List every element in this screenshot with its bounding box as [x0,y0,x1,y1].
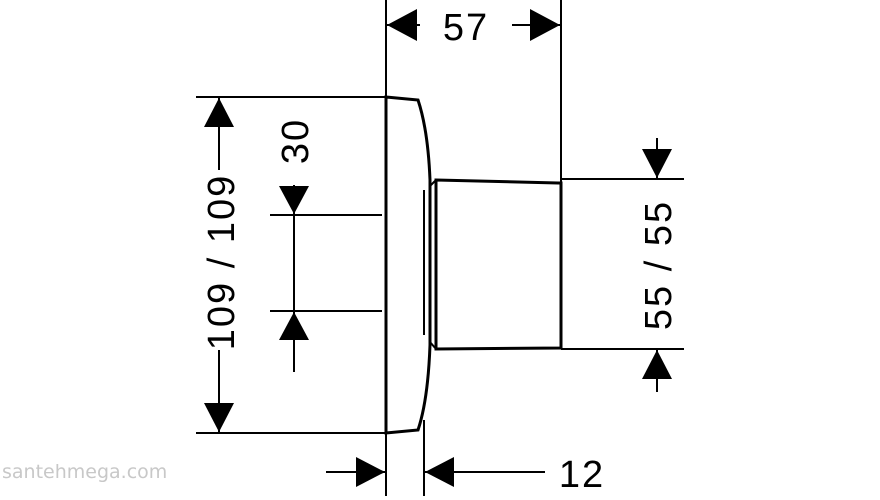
handle-body-outline [434,178,563,351]
arrowhead-left [387,9,417,41]
dimension-right-55: 55 / 55 [561,138,684,392]
arrowhead-down [279,186,309,214]
arrowhead-up [642,350,672,379]
dimension-label-109-109: 109 / 109 [201,174,243,350]
dimension-label-55-55: 55 / 55 [638,200,680,330]
dimension-label-30: 30 [275,118,317,164]
arrowhead-down [204,403,234,432]
watermark: santehmega.com [2,461,167,483]
dimension-left-109: 109 / 109 [196,96,386,434]
dimension-bottom-12: 12 [326,420,605,496]
arrowhead-up [204,98,234,127]
dimension-label-57: 57 [443,7,489,49]
dimension-label-12: 12 [559,454,605,496]
dimension-inner-30: 30 [270,118,382,372]
dimension-top-57: 57 [385,0,562,183]
arrowhead-right [530,9,560,41]
arrowhead-down [642,149,672,178]
arrowhead-left [425,457,454,487]
arrowhead-right [356,457,385,487]
wall-plate-outline [384,95,432,435]
arrowhead-up [279,312,309,340]
product-outline [384,95,563,435]
